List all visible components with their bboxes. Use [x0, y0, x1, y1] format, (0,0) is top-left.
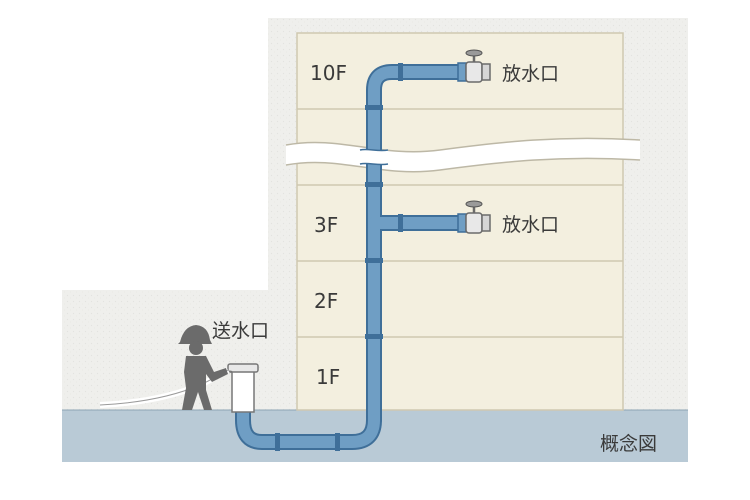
coupling	[365, 334, 383, 339]
caption: 概念図	[600, 432, 657, 455]
floor-label-2f: 2F	[314, 289, 338, 313]
coupling	[365, 182, 383, 187]
coupling	[365, 258, 383, 263]
firefighter-icon	[178, 325, 228, 410]
inlet-connection	[217, 363, 259, 413]
standpipe	[235, 64, 466, 450]
inlet-label: 送水口	[212, 320, 269, 342]
pipe-break	[360, 150, 388, 164]
pipe-couplings	[275, 63, 403, 451]
coupling	[335, 433, 340, 451]
break-line-bottom	[285, 157, 641, 173]
outlet-label-10f: 放水口	[502, 63, 559, 85]
valve-icon	[457, 49, 491, 83]
coupling	[398, 63, 403, 81]
coupling	[275, 433, 280, 451]
floor-label-1f: 1F	[316, 365, 340, 389]
floor-label-10f: 10F	[310, 61, 347, 85]
coupling	[398, 214, 403, 232]
break-line-top	[285, 137, 641, 153]
floor-label-3f: 3F	[314, 213, 338, 237]
valve-icon	[457, 200, 491, 234]
outlet-label-3f: 放水口	[502, 214, 559, 236]
coupling	[365, 105, 383, 110]
